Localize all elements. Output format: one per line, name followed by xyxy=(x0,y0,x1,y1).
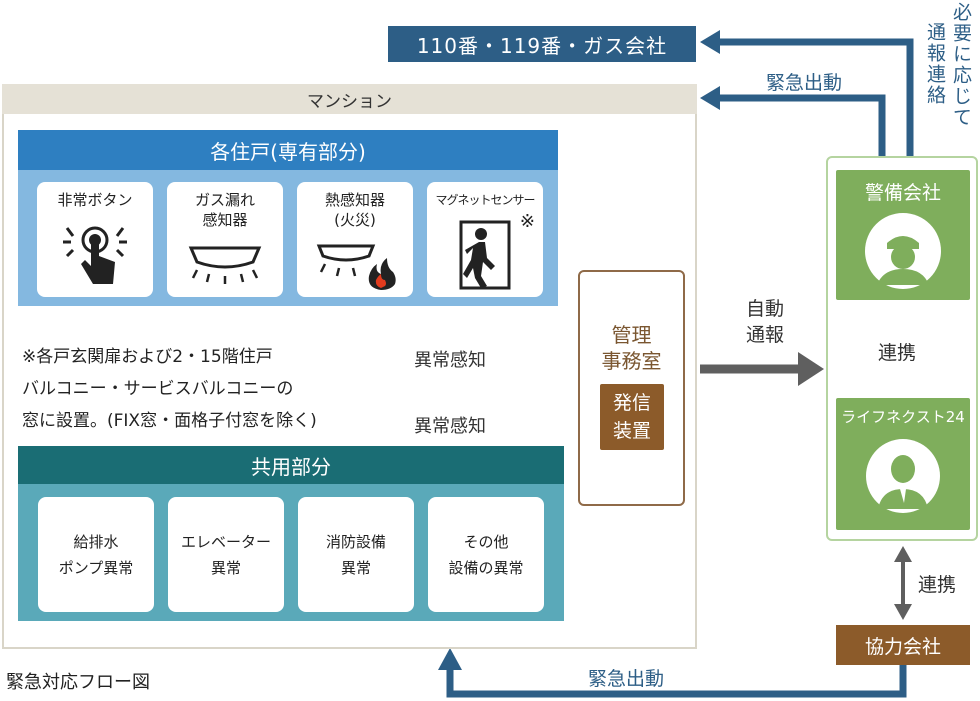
transmitter-device-box: 発信 装置 xyxy=(600,384,664,450)
card-label: 非常ボタン xyxy=(57,191,133,209)
water-pump-card: 給排水 ポンプ異常 xyxy=(38,497,154,612)
magnet-sensor-card: マグネットセンサー ※ xyxy=(427,182,543,297)
note-line: 窓に設置。(FIX窓・面格子付窓を除く) xyxy=(22,411,317,431)
security-company-card: 警備会社 xyxy=(836,170,970,300)
figure-caption: 緊急対応フロー図 xyxy=(6,672,150,693)
card-label: 熱感知器 xyxy=(324,191,385,209)
transmitter-label: 装置 xyxy=(612,420,651,442)
lifenext-label: ライフネクスト24 xyxy=(841,408,965,426)
heat-detector-card: 熱感知器 (火災) xyxy=(297,182,413,297)
management-office-label: 管理 xyxy=(611,323,652,347)
emergency-button-card: 非常ボタン xyxy=(37,182,153,297)
auto-report-text: 通報 xyxy=(746,324,785,346)
card-label: エレベーター xyxy=(180,532,271,551)
mansion-title: マンション xyxy=(2,84,697,114)
contact-note-col2: 通報連絡 xyxy=(924,22,946,106)
card-label: 異常 xyxy=(340,558,371,577)
private-units-title: 各住戸(専有部分) xyxy=(18,130,558,170)
heat-detector-icon xyxy=(316,244,396,290)
dispatch-to-mansion-arrow xyxy=(718,94,886,158)
anomaly-detection-label-private: 異常感知 xyxy=(414,350,486,371)
cooperation-arrow-outer xyxy=(894,546,912,620)
card-label: 感知器 xyxy=(202,211,248,229)
guard-icon xyxy=(865,213,941,289)
note-line: ※各戸玄関扉および2・15階住戸 xyxy=(22,347,273,367)
contact-note-col1: 必要に応じて xyxy=(950,2,972,128)
card-label: 異常 xyxy=(210,558,241,577)
cooperation-label-inner: 連携 xyxy=(878,342,917,364)
card-label: その他 xyxy=(463,532,509,551)
lifenext-card: ライフネクスト24 xyxy=(836,398,970,530)
cooperation-label-outer: 連携 xyxy=(918,574,957,596)
staff-icon xyxy=(866,439,940,513)
other-equipment-card: その他 設備の異常 xyxy=(428,497,544,612)
auto-report-arrowhead xyxy=(798,352,824,386)
partner-company-box: 協力会社 xyxy=(836,625,970,665)
emergency-dispatch-label-bottom: 緊急出動 xyxy=(588,668,665,690)
card-note-mark: ※ xyxy=(519,211,535,232)
card-label: ガス漏れ xyxy=(194,191,255,209)
elevator-card: エレベーター 異常 xyxy=(168,497,284,612)
mansion-dispatch-arrowhead xyxy=(700,86,720,110)
card-label: (火災) xyxy=(334,211,376,229)
auto-report-label: 自動 通報 xyxy=(746,296,784,348)
emergency-button-icon xyxy=(63,226,127,284)
card-label: 設備の異常 xyxy=(448,558,524,577)
card-label: ポンプ異常 xyxy=(58,558,134,577)
gas-detector-icon xyxy=(188,246,262,284)
auto-report-text: 自動 xyxy=(746,298,785,320)
card-label: マグネットセンサー xyxy=(435,193,535,207)
card-label: 給排水 xyxy=(73,532,119,551)
partner-dispatch-arrow xyxy=(446,665,907,698)
emergency-dispatch-label-top: 緊急出動 xyxy=(766,72,843,94)
transmitter-label: 発信 xyxy=(612,392,651,414)
note-line: バルコニー・サービスバルコニーの xyxy=(22,379,294,399)
magnet-sensor-icon xyxy=(459,220,511,290)
security-company-label: 警備会社 xyxy=(864,182,941,204)
fire-equipment-card: 消防設備 異常 xyxy=(298,497,414,612)
gas-detector-card: ガス漏れ 感知器 xyxy=(167,182,283,297)
dispatch-to-emergency-services-arrow xyxy=(718,38,914,158)
emergency-services-box: 110番・119番・ガス会社 xyxy=(388,26,696,62)
fire-icon xyxy=(368,258,396,290)
anomaly-detection-label-common: 異常感知 xyxy=(414,416,486,437)
management-office-label: 事務室 xyxy=(601,349,662,373)
partner-dispatch-arrowhead xyxy=(438,648,462,670)
common-areas-title: 共用部分 xyxy=(18,446,564,484)
card-label: 消防設備 xyxy=(325,532,386,551)
management-office-box: 管理 事務室 発信 装置 xyxy=(578,270,685,506)
emergency-services-arrowhead xyxy=(700,30,720,54)
